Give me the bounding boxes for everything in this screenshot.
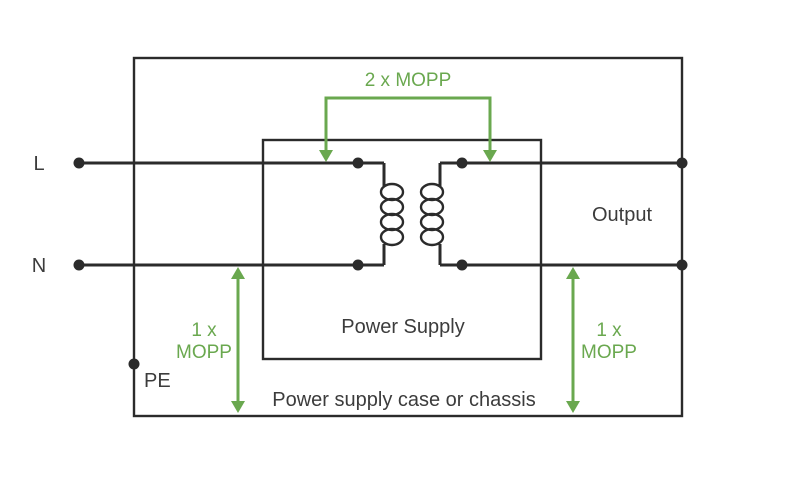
primary-turn: [379, 212, 405, 232]
arrow-down-icon: [319, 150, 333, 162]
primary-turn: [379, 182, 405, 202]
neutral-terminal-label: N: [32, 255, 46, 277]
mopp-2x-bracket-line: [324, 96, 492, 152]
secondary-turn: [419, 197, 445, 217]
mopp-1x-right-arrow: [566, 267, 580, 413]
transformer-primary-coil: [379, 163, 405, 265]
arrow-down-icon: [566, 401, 580, 413]
mopp-2x-label: 2 x MOPP: [365, 70, 452, 91]
junction-dot: [456, 259, 468, 271]
junction-dot: [456, 157, 468, 169]
mopp-1x-right-label-line1: 1 x: [596, 320, 622, 341]
primary-turn: [379, 227, 405, 247]
power-supply-label: Power Supply: [341, 316, 464, 338]
l-terminal-dot: [73, 157, 85, 169]
mopp-1x-left-label-line2: MOPP: [176, 342, 232, 363]
n-terminal-dot: [73, 259, 85, 271]
secondary-turn: [419, 182, 445, 202]
mopp-1x-left-arrow: [231, 267, 245, 413]
chassis-label: Power supply case or chassis: [272, 389, 535, 411]
mopp-2x-bracket-arrow: [319, 96, 497, 162]
pe-terminal-dot: [128, 358, 140, 370]
output-terminal-dot-bottom: [676, 259, 688, 271]
arrow-down-icon: [231, 401, 245, 413]
power-supply-box: [261, 138, 543, 361]
arrow-up-icon: [566, 267, 580, 279]
power-supply-case-box: [132, 56, 684, 418]
primary-turn: [379, 197, 405, 217]
junction-dot: [352, 259, 364, 271]
arrow-down-icon: [483, 150, 497, 162]
secondary-turn: [419, 227, 445, 247]
transformer-secondary-coil: [419, 163, 445, 265]
protective-earth-label: PE: [144, 370, 171, 392]
secondary-turn: [419, 212, 445, 232]
junction-dot: [352, 157, 364, 169]
output-label: Output: [592, 204, 652, 226]
mopp-1x-right-label-line2: MOPP: [581, 342, 637, 363]
mopp-1x-left-label-line1: 1 x: [191, 320, 217, 341]
output-terminal-dot-top: [676, 157, 688, 169]
line-terminal-label: L: [33, 153, 44, 175]
arrow-up-icon: [231, 267, 245, 279]
